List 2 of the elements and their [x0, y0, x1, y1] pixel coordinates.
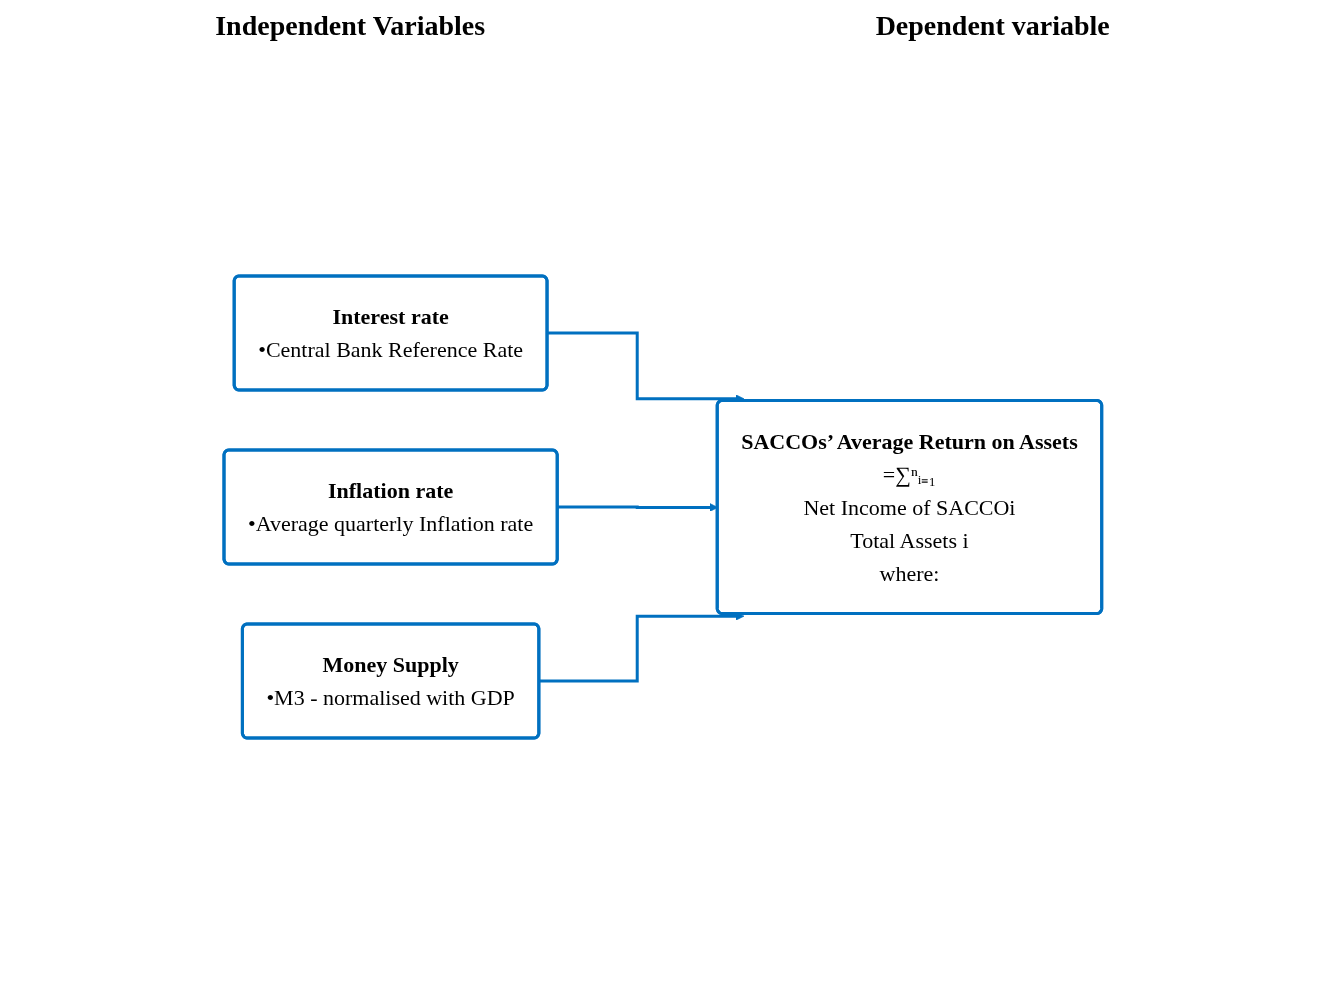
column-heading: Independent Variables: [215, 10, 486, 42]
column-heading: Dependent variable: [875, 10, 1110, 42]
